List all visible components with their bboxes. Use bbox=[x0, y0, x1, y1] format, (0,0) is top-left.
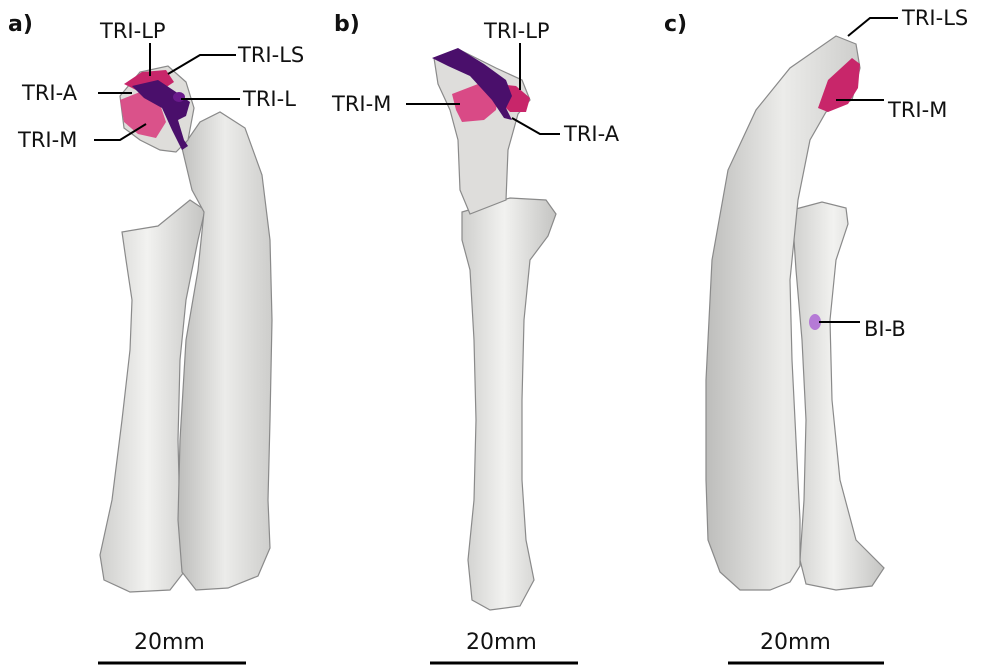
panel-b-ulna bbox=[462, 198, 556, 610]
panel-c-label-tri-ls: TRI-LS bbox=[901, 6, 968, 30]
panel-a-label-tri-a: TRI-A bbox=[21, 81, 78, 105]
panel-a-label-tri-m: TRI-M bbox=[17, 128, 77, 152]
panel-c-radius bbox=[792, 202, 884, 590]
panel-b: b) TRI-LP TRI-M TRI-A 20mm bbox=[331, 12, 620, 663]
panel-b-scale-label: 20mm bbox=[466, 630, 537, 655]
panel-a-ulna bbox=[178, 112, 272, 590]
panel-c-label-tri-m: TRI-M bbox=[887, 98, 947, 122]
panel-c-letter: c) bbox=[664, 12, 687, 37]
panel-a-tri-l-area bbox=[173, 92, 185, 102]
panel-a-label-tri-lp: TRI-LP bbox=[99, 19, 166, 43]
panel-a-letter: a) bbox=[8, 12, 33, 37]
panel-c-label-bi-b: BI-B bbox=[864, 317, 906, 341]
panel-c: c) TRI-LS TRI-M BI-B 20mm bbox=[664, 6, 968, 663]
panel-a: a) TRI-LP TRI-LS TRI-A TRI-L TRI-M 20mm bbox=[8, 12, 304, 663]
panel-a-label-tri-ls: TRI-LS bbox=[237, 43, 304, 67]
panel-b-label-tri-m: TRI-M bbox=[331, 92, 391, 116]
panel-a-scale-label: 20mm bbox=[134, 630, 205, 655]
panel-a-label-tri-l: TRI-L bbox=[242, 87, 296, 111]
panel-b-letter: b) bbox=[334, 12, 360, 37]
panel-c-leader-tri-ls bbox=[848, 18, 898, 36]
panel-a-leader-tri-ls bbox=[168, 55, 236, 74]
panel-b-leader-tri-a bbox=[512, 118, 560, 134]
panel-c-scale-label: 20mm bbox=[760, 630, 831, 655]
panel-b-label-tri-lp: TRI-LP bbox=[483, 19, 550, 43]
panel-b-label-tri-a: TRI-A bbox=[563, 122, 620, 146]
